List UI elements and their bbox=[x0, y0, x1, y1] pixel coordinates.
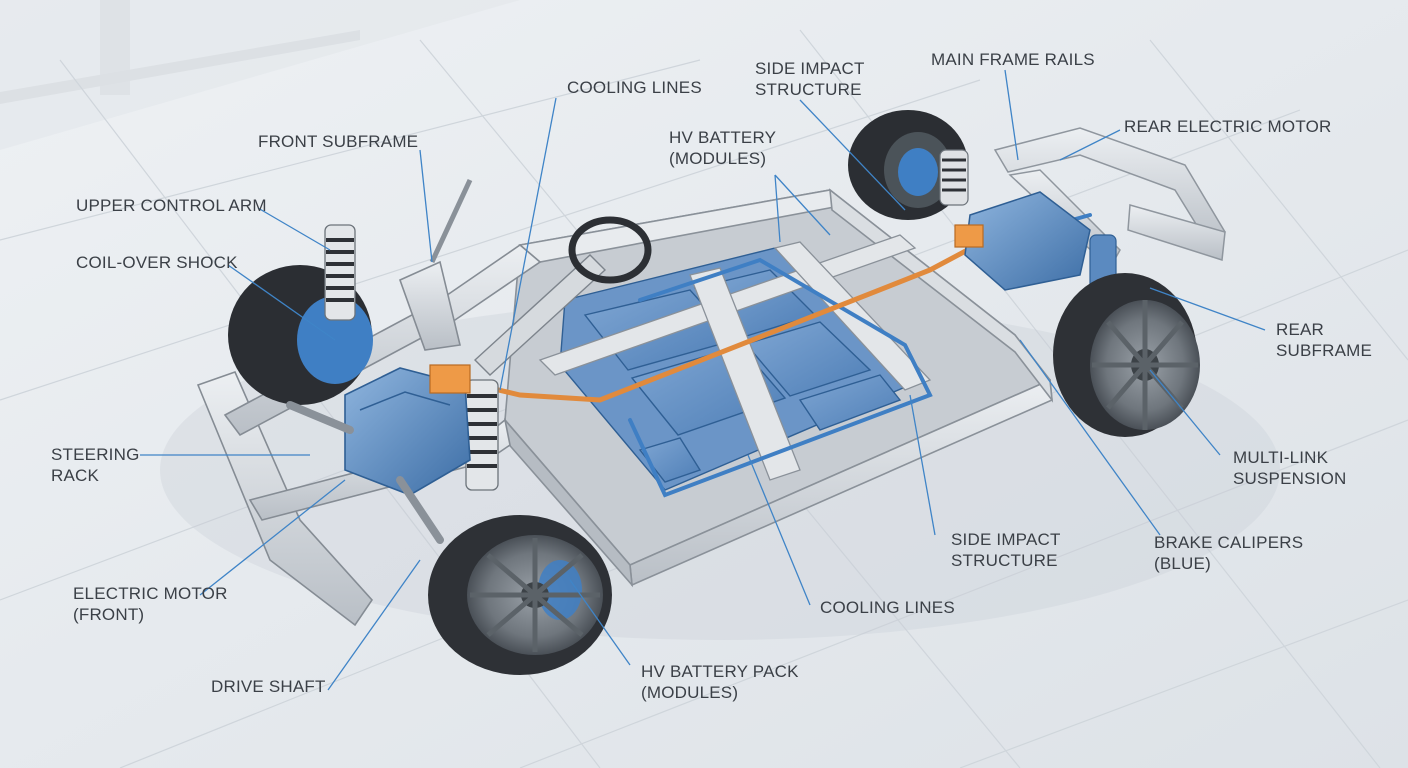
label-main-frame-rails: MAIN FRAME RAILS bbox=[931, 50, 1095, 69]
rear-left-wheel bbox=[848, 110, 968, 220]
label-rear-subframe: REAR SUBFRAME bbox=[1276, 320, 1373, 360]
label-hv-battery-modules: HV BATTERY (MODULES) bbox=[669, 128, 777, 168]
steering-column bbox=[429, 178, 652, 376]
leader-hv-battery-pack bbox=[569, 579, 631, 666]
label-coil-over-shock: COIL-OVER SHOCK bbox=[76, 253, 238, 272]
leader-brake-calipers bbox=[1019, 339, 1161, 536]
label-side-impact-structure-bottom: SIDE IMPACT STRUCTURE bbox=[951, 530, 1061, 570]
label-steering-rack: STEERING RACK bbox=[51, 445, 140, 485]
label-cooling-lines-bottom: COOLING LINES bbox=[820, 598, 955, 617]
label-rear-electric-motor: REAR ELECTRIC MOTOR bbox=[1124, 117, 1332, 136]
leader-multi-link-suspension bbox=[1149, 369, 1221, 456]
front-right-shock bbox=[465, 379, 499, 491]
leader-coil-over-shock bbox=[227, 264, 336, 341]
leader-side-impact-bottom bbox=[909, 394, 936, 536]
leader-electric-motor-front bbox=[199, 479, 346, 596]
leader-rear-subframe bbox=[1149, 287, 1266, 331]
leader-lines bbox=[140, 69, 1266, 691]
leader-side-impact-top bbox=[799, 99, 906, 211]
label-brake-calipers: BRAKE CALIPERS (BLUE) bbox=[1154, 533, 1304, 573]
leader-front-subframe bbox=[419, 149, 433, 263]
front-subframe bbox=[196, 243, 542, 627]
back-wall bbox=[0, 0, 520, 150]
leader-rear-electric-motor bbox=[1059, 129, 1121, 161]
leader-main-frame-rails bbox=[1004, 69, 1019, 161]
label-multi-link-suspension: MULTI-LINK SUSPENSION bbox=[1233, 448, 1347, 488]
front-right-wheel bbox=[428, 515, 612, 675]
label-drive-shaft: DRIVE SHAFT bbox=[211, 677, 326, 696]
leader-cooling-lines-top bbox=[499, 97, 557, 391]
front-left-shock bbox=[324, 224, 356, 321]
leader-hv-battery-modules bbox=[774, 174, 831, 243]
label-hv-battery-pack: HV BATTERY PACK (MODULES) bbox=[641, 662, 799, 702]
label-cooling-lines-top: COOLING LINES bbox=[567, 78, 702, 97]
label-electric-motor-front: ELECTRIC MOTOR (FRONT) bbox=[73, 584, 228, 624]
label-front-subframe: FRONT SUBFRAME bbox=[258, 132, 419, 151]
leader-cooling-lines-bottom bbox=[747, 454, 811, 606]
front-electric-motor bbox=[344, 364, 471, 496]
leader-upper-control-arm bbox=[257, 207, 331, 251]
leader-drive-shaft bbox=[327, 559, 421, 691]
drive-shafts bbox=[286, 401, 444, 544]
rear-electric-motor bbox=[954, 191, 1091, 291]
label-side-impact-structure-top: SIDE IMPACT STRUCTURE bbox=[755, 59, 865, 99]
label-upper-control-arm: UPPER CONTROL ARM bbox=[76, 196, 267, 215]
